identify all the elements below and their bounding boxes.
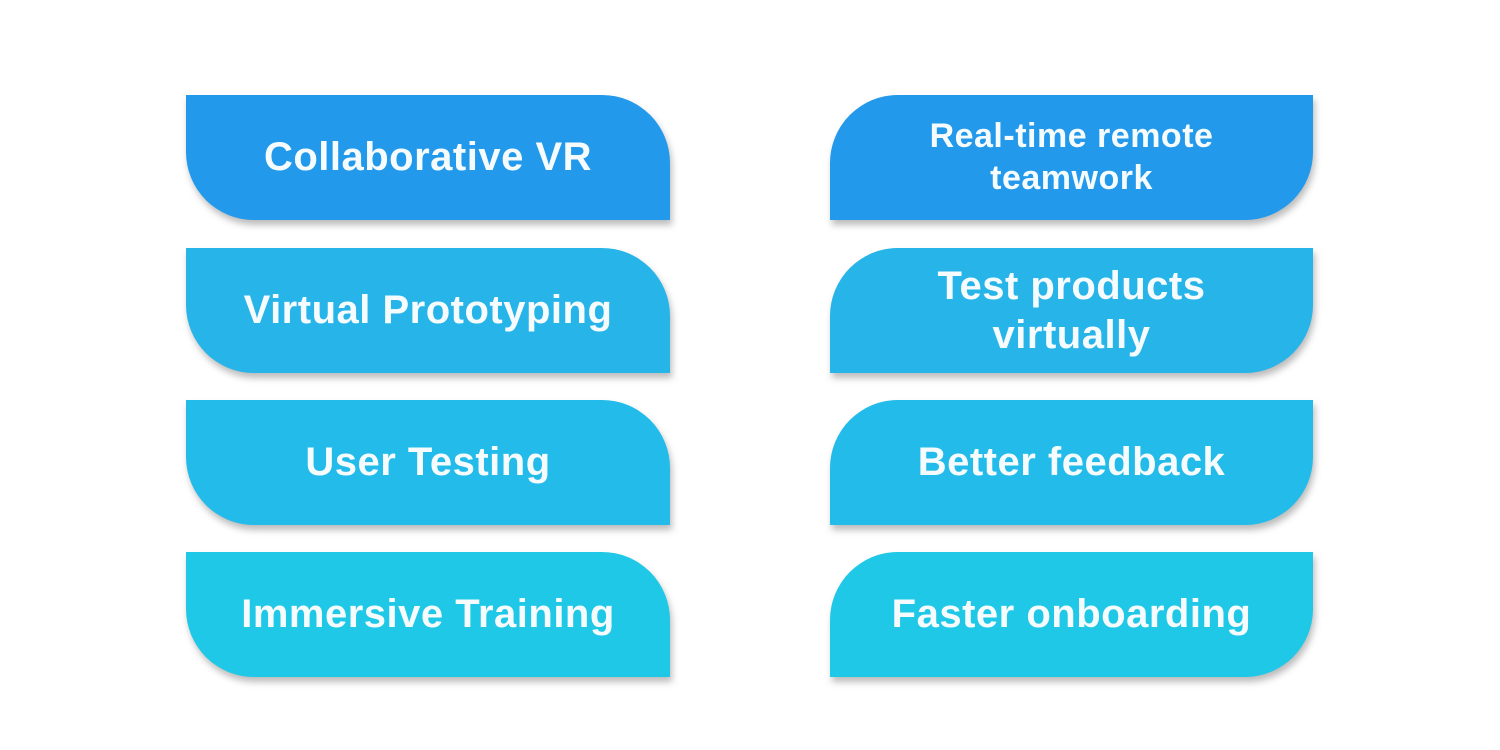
feature-card-collaborative-vr: Collaborative VR bbox=[186, 95, 670, 220]
feature-card-label: Virtual Prototyping bbox=[243, 288, 613, 333]
feature-card-label: Immersive Training bbox=[241, 592, 615, 637]
benefit-card-better-feedback: Better feedback bbox=[830, 400, 1313, 525]
feature-card-label: User Testing bbox=[305, 440, 551, 485]
benefit-card-label: Test products virtually bbox=[937, 263, 1206, 357]
benefit-card-test-products-virtually: Test products virtually bbox=[830, 248, 1313, 373]
benefit-card-faster-onboarding: Faster onboarding bbox=[830, 552, 1313, 677]
benefit-card-label: Better feedback bbox=[917, 440, 1226, 485]
feature-card-immersive-training: Immersive Training bbox=[186, 552, 670, 677]
feature-card-user-testing: User Testing bbox=[186, 400, 670, 525]
benefit-card-label: Real-time remote teamwork bbox=[929, 117, 1214, 197]
benefit-card-label: Faster onboarding bbox=[891, 592, 1252, 637]
benefit-card-real-time-remote-teamwork: Real-time remote teamwork bbox=[830, 95, 1313, 220]
feature-card-label: Collaborative VR bbox=[263, 135, 593, 180]
feature-card-virtual-prototyping: Virtual Prototyping bbox=[186, 248, 670, 373]
